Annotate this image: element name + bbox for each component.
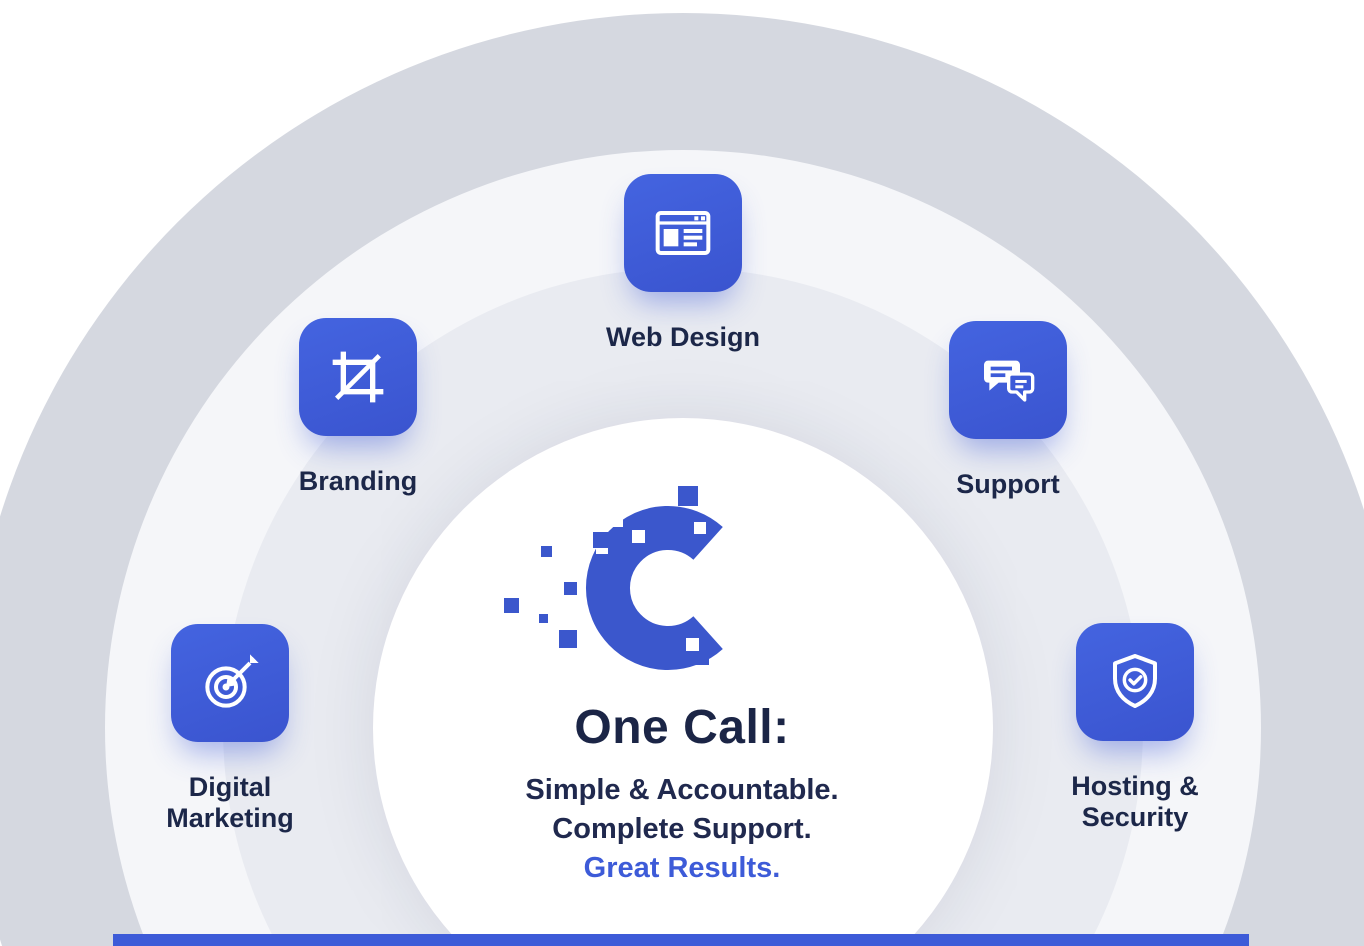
service-card-branding: Branding <box>238 318 478 497</box>
service-card-support: Support <box>888 321 1128 500</box>
pixel-c-logo <box>504 486 723 670</box>
chat-bubbles-icon <box>984 360 1035 402</box>
target-arrow-icon <box>205 654 259 708</box>
center-text-block: One Call: Simple & Accountable. Complete… <box>382 700 982 888</box>
bottom-accent-bar <box>113 934 1249 946</box>
center-line-1: Simple & Accountable. <box>525 774 839 806</box>
service-label-branding: Branding <box>298 466 418 496</box>
service-card-digital-marketing: Digital Marketing <box>110 624 350 834</box>
digital-marketing-tile <box>171 624 289 742</box>
hosting-security-tile <box>1076 623 1194 741</box>
center-line-3: Great Results. <box>583 852 781 885</box>
service-label-hosting-security: Hosting & Security <box>1071 771 1199 833</box>
service-label-digital-marketing: Digital Marketing <box>166 772 294 834</box>
branding-tile <box>299 318 417 436</box>
shield-check-icon <box>1113 654 1157 708</box>
support-tile <box>949 321 1067 439</box>
center-line-2: Complete Support. <box>552 813 812 846</box>
center-title: One Call: <box>574 701 790 754</box>
service-card-hosting-security: Hosting & Security <box>1015 623 1255 833</box>
web-design-tile <box>624 174 742 292</box>
crop-tool-icon <box>332 351 384 403</box>
service-label-support: Support <box>956 469 1060 499</box>
browser-window-icon <box>655 211 711 255</box>
service-label-web-design: Web Design <box>605 322 761 352</box>
service-card-web-design: Web Design <box>563 174 803 353</box>
